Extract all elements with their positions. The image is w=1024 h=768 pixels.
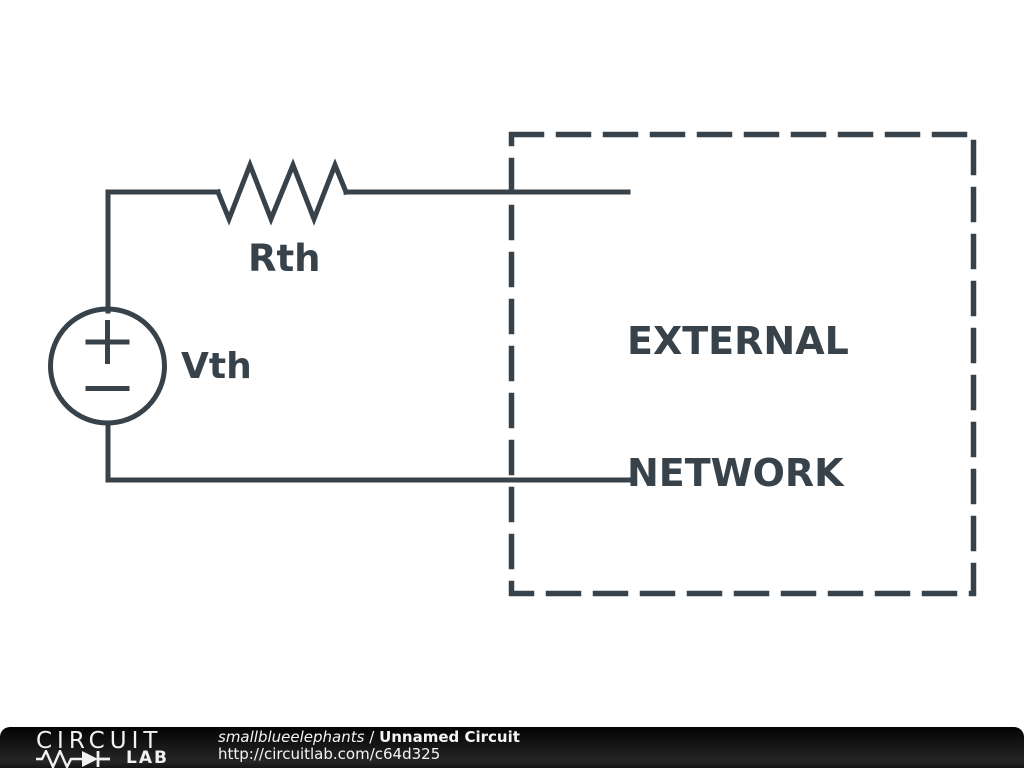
external-network-label: EXTERNAL NETWORK (627, 231, 849, 583)
logo-bottom-row: LAB (36, 748, 169, 768)
schematic-shapes (48, 131, 977, 597)
circuit-title: Unnamed Circuit (379, 728, 520, 746)
circuit-url: http://circuitlab.com/c64d325 (218, 745, 441, 763)
attribution-separator: / (369, 728, 375, 746)
external-network-label-line1: EXTERNAL (627, 319, 849, 363)
circuitlab-logo: CIRCUIT LAB (36, 728, 169, 768)
external-network-label-line2: NETWORK (627, 451, 844, 495)
author-name: smallblueelephants (218, 728, 365, 746)
plus-icon (85, 320, 130, 364)
resistor-symbol (214, 158, 350, 226)
resistor-diode-icon (36, 749, 110, 768)
source-label: Vth (181, 346, 252, 387)
footer-meta: smallblueelephants / Unnamed Circuit htt… (218, 729, 520, 763)
external-network-box (508, 131, 977, 597)
logo-wordmark-lab: LAB (126, 748, 169, 768)
schematic-canvas (48, 131, 977, 597)
resistor-label: Rth (248, 237, 321, 280)
wire-top-left (105, 189, 221, 314)
footer-bar: CIRCUIT LAB smallblueelephants / Unnamed… (0, 727, 1024, 768)
footer-attribution: smallblueelephants / Unnamed Circuit (218, 729, 520, 746)
wire-bottom (105, 420, 631, 483)
logo-wordmark-circuit: CIRCUIT (36, 728, 163, 754)
